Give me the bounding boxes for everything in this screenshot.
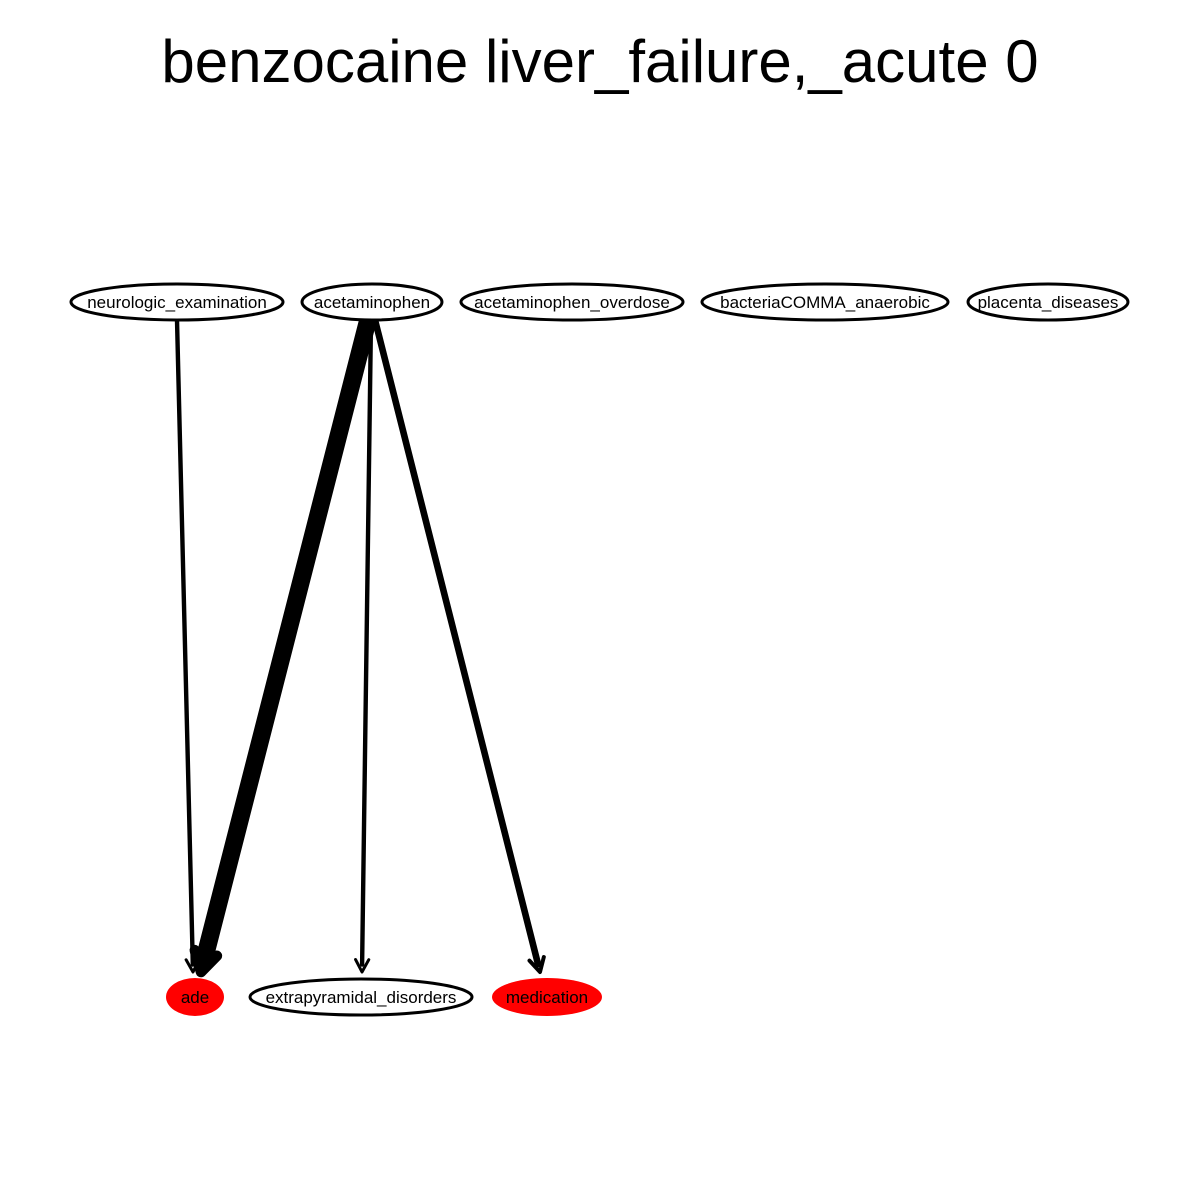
node-label: acetaminophen [314, 293, 430, 312]
node-label: placenta_diseases [978, 293, 1119, 312]
edge-acetaminophen-to-extrapyramidal_disorders [354, 317, 374, 974]
node-label: ade [181, 988, 209, 1007]
edge-line [359, 317, 374, 967]
edges-layer [174, 311, 546, 978]
node-ade: ade [166, 978, 224, 1016]
node-bacteriaCOMMA_anaerobic: bacteriaCOMMA_anaerobic [700, 282, 950, 322]
edge-arrowhead [354, 958, 371, 974]
node-label: medication [506, 988, 588, 1007]
node-acetaminophen_overdose: acetaminophen_overdose [459, 282, 685, 322]
node-acetaminophen: acetaminophen [300, 282, 444, 322]
node-ellipse [69, 282, 285, 322]
node-ellipse [166, 978, 224, 1016]
edge-line [174, 317, 196, 967]
node-ellipse [459, 282, 685, 322]
edge-arrowhead [189, 944, 223, 978]
node-ellipse [700, 282, 950, 322]
edge-neurologic_examination-to-ade [174, 317, 201, 974]
node-neurologic_examination: neurologic_examination [69, 282, 285, 322]
edge-line [371, 316, 542, 968]
node-ellipse [300, 282, 444, 322]
node-label: extrapyramidal_disorders [266, 988, 457, 1007]
edge-acetaminophen-to-medication [371, 316, 546, 974]
node-ellipse [492, 978, 602, 1016]
node-placenta_diseases: placenta_diseases [966, 282, 1130, 322]
node-extrapyramidal_disorders: extrapyramidal_disorders [248, 977, 474, 1017]
node-label: bacteriaCOMMA_anaerobic [720, 293, 930, 312]
node-label: neurologic_examination [87, 293, 267, 312]
graph-title: benzocaine liver_failure,_acute 0 [161, 28, 1038, 95]
edge-acetaminophen-to-ade [189, 311, 377, 978]
edge-arrowhead [527, 955, 546, 974]
node-medication: medication [492, 978, 602, 1016]
nodes-layer: neurologic_examination acetaminophen aceta… [69, 282, 1130, 1017]
edge-line [195, 311, 377, 970]
node-ellipse [248, 977, 474, 1017]
node-ellipse [966, 282, 1130, 322]
node-label: acetaminophen_overdose [474, 293, 670, 312]
